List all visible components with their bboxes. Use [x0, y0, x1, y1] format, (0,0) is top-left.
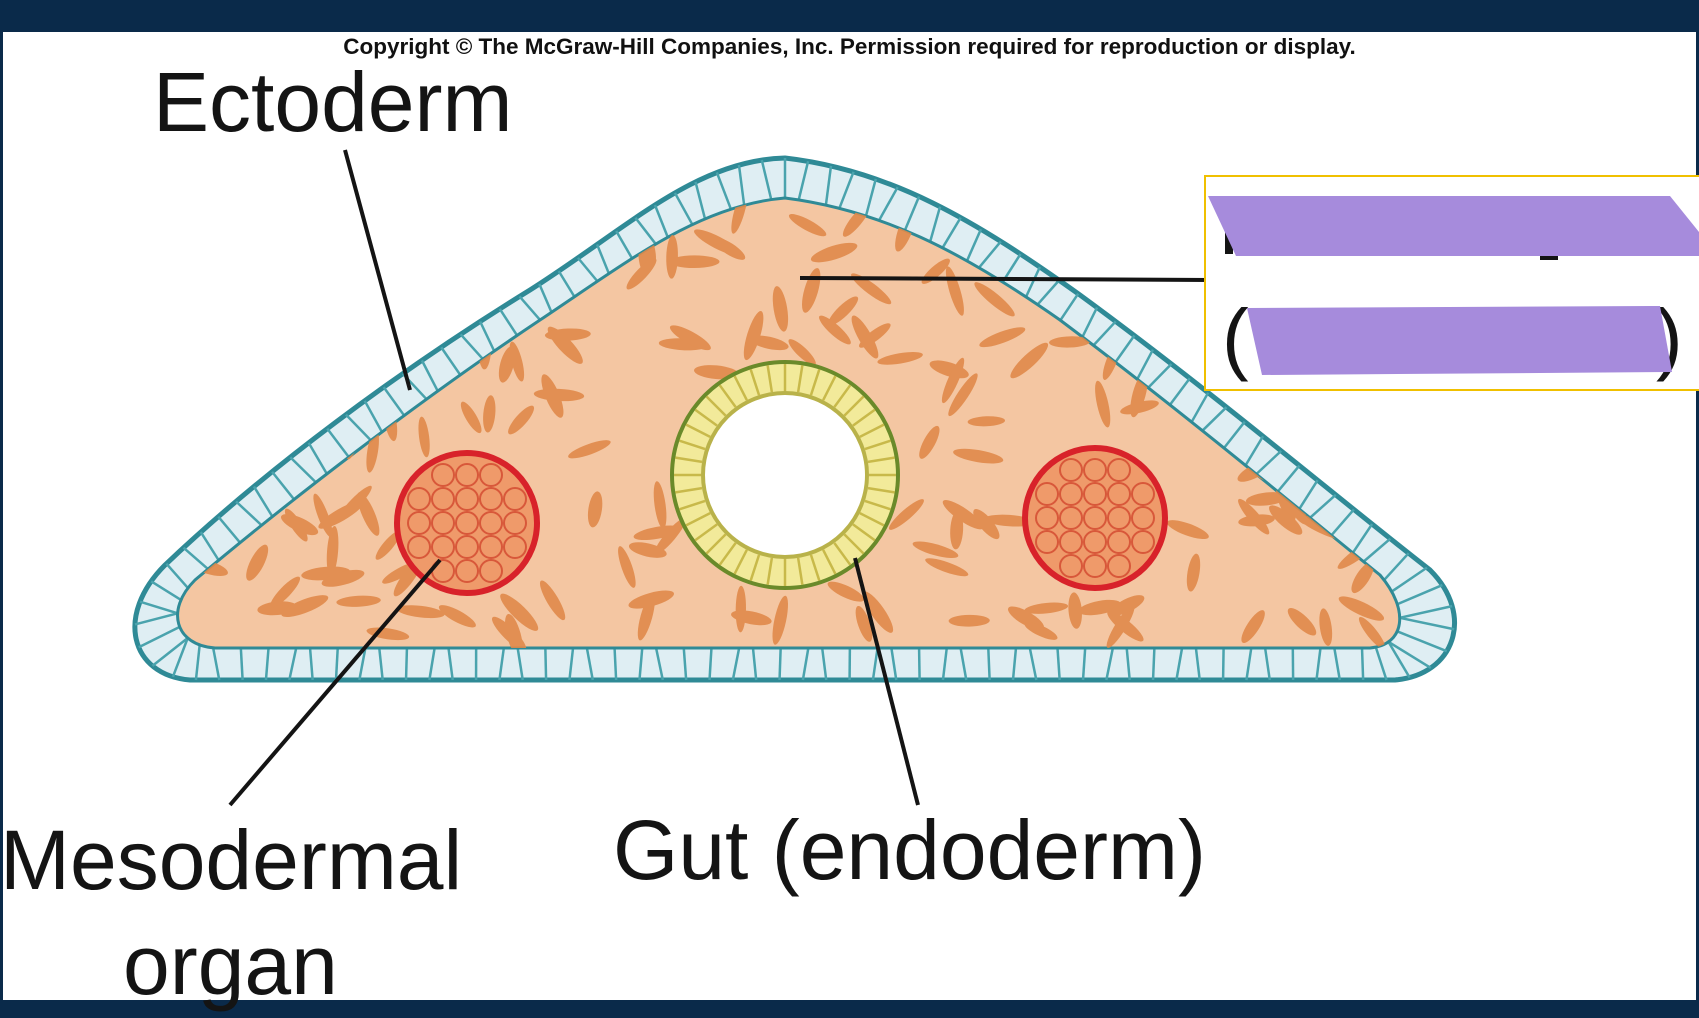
- gut-endoderm: [672, 362, 898, 588]
- ectoderm-cell-wall: [780, 648, 781, 680]
- ectoderm-cell-wall: [406, 648, 407, 680]
- mesenchyme-cell: [289, 198, 325, 235]
- mesenchyme-cell: [1166, 229, 1210, 250]
- mesenchyme-cell: [194, 284, 222, 330]
- mesenchyme-cell: [505, 193, 548, 227]
- mesenchyme-cell: [1365, 389, 1388, 428]
- mesenchyme-cell: [1244, 400, 1287, 421]
- ectoderm-cell-wall: [1362, 648, 1363, 680]
- mesenchyme-cell: [363, 268, 402, 281]
- mesenchyme-cell: [235, 277, 266, 315]
- mesenchyme-cell: [194, 268, 210, 309]
- ectoderm-cell-wall: [545, 648, 546, 680]
- mesenchyme-cell: [317, 241, 358, 272]
- mesenchyme-cell: [367, 219, 405, 233]
- mesenchyme-cell: [327, 301, 369, 341]
- ectoderm-cell-wall: [1153, 648, 1154, 680]
- mesenchyme-cell: [1080, 254, 1117, 290]
- parenchyma-leader: [800, 278, 1210, 280]
- mesenchyme-cell: [196, 201, 239, 245]
- mesenchyme-cell: [261, 268, 306, 292]
- mesodermal-organ-right: [1025, 448, 1165, 588]
- ectoderm-cell-wall: [1223, 648, 1224, 680]
- mesenchyme-cell: [177, 341, 201, 388]
- mesenchyme-cell: [389, 245, 405, 282]
- mesenchyme-cell: [336, 262, 358, 300]
- ectoderm-cell-wall: [919, 648, 920, 680]
- mesenchyme-cell: [261, 237, 285, 277]
- label-mesodermal-organ: Mesodermal organ: [0, 808, 462, 1018]
- mesenchyme-cell: [482, 233, 511, 282]
- mesenchyme-cell: [242, 279, 284, 301]
- ectoderm-cell-wall: [988, 648, 989, 680]
- mesenchyme-cell: [366, 186, 401, 236]
- mesenchyme-cell: [1365, 457, 1382, 498]
- mesenchyme-cell: [1129, 194, 1167, 240]
- mesenchyme-cell: [428, 243, 446, 292]
- mesenchyme-cell: [243, 241, 280, 286]
- mesenchyme-cell: [396, 320, 436, 341]
- ectoderm-leader: [345, 150, 410, 390]
- mesenchyme-cell: [174, 367, 204, 412]
- label-ectoderm: Ectoderm: [153, 60, 512, 144]
- mesenchyme-cell: [225, 340, 259, 382]
- ectoderm-cell-wall: [615, 648, 617, 680]
- mesenchyme-cell: [184, 297, 221, 345]
- mesodermal-organ-left: [397, 453, 537, 593]
- mesenchyme-cell: [1358, 414, 1395, 452]
- mesenchyme-cell: [1373, 474, 1403, 514]
- hidden-label-box: [1204, 175, 1699, 391]
- mesenchyme-cell: [317, 270, 366, 306]
- label-mesodermal-line2: organ: [0, 913, 462, 1018]
- mesenchyme-cell: [1363, 398, 1414, 415]
- mesenchyme-cell: [310, 293, 332, 338]
- mesenchyme-cell: [282, 393, 331, 418]
- mesenchyme-cell: [196, 335, 225, 381]
- mesenchyme-cell: [208, 402, 222, 446]
- mesenchyme-cell: [212, 465, 236, 504]
- mesenchyme-cell: [334, 350, 359, 400]
- mesenchyme-cell: [167, 395, 201, 437]
- mesenchyme-cell: [260, 286, 273, 325]
- ectoderm-cell-wall: [336, 648, 338, 680]
- mesenchyme-cell: [1020, 210, 1058, 222]
- ectoderm-cell-wall: [241, 648, 243, 680]
- mesenchyme-cell: [500, 208, 542, 251]
- label-mesodermal-line1: Mesodermal: [0, 808, 462, 913]
- mesenchyme-cell: [423, 264, 470, 283]
- mesenchyme-cell: [307, 335, 326, 384]
- mesenchyme-cell: [333, 298, 356, 345]
- mesenchyme-cell: [174, 437, 214, 485]
- mesenchyme-cell: [348, 332, 371, 371]
- label-gut-endoderm: Gut (endoderm): [613, 808, 1206, 892]
- mesenchyme-cell: [210, 240, 228, 289]
- mesenchyme-cell: [983, 191, 1009, 232]
- mesenchyme-cell: [251, 390, 275, 430]
- mesenchyme-cell: [522, 227, 570, 251]
- mesenchyme-cell: [403, 217, 431, 267]
- mesenchyme-cell: [428, 237, 477, 269]
- mesenchyme-cell: [310, 344, 347, 355]
- mesenchyme-cell: [354, 244, 400, 257]
